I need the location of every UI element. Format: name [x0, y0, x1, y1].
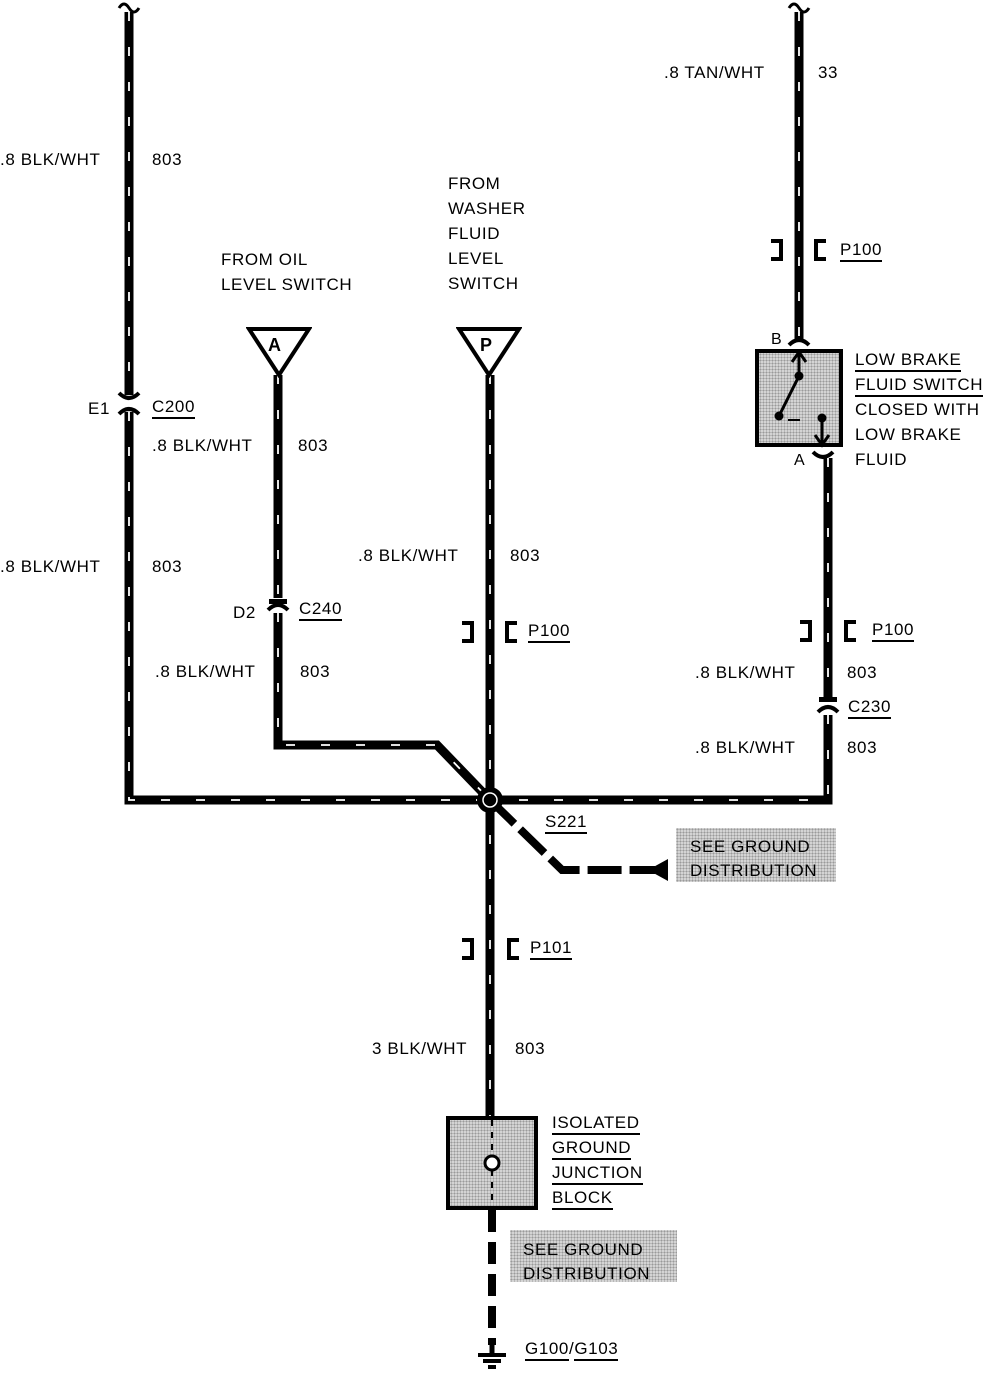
junction-block-line-3: JUNCTION	[552, 1162, 643, 1185]
ground-ref-lower-line-1: SEE GROUND	[523, 1240, 644, 1259]
switch-pin-b: B	[771, 331, 783, 348]
connector-p100-brake-low-name: P100	[872, 619, 915, 642]
ground-symbol	[478, 1345, 506, 1369]
wire-brake-top-gauge: .8 TAN/WHT	[664, 63, 765, 82]
wire-brake-low	[490, 458, 833, 805]
connector-c200-name: C200	[152, 396, 196, 419]
connector-c200	[117, 391, 141, 416]
wire-trunk-circuit: 803	[515, 1039, 546, 1058]
wire-washer-gauge: .8 BLK/WHT	[358, 546, 459, 565]
connector-c230-name: C230	[848, 696, 892, 719]
connector-p101-name: P101	[530, 937, 573, 960]
ground-ref-upper-line-2: DISTRIBUTION	[690, 861, 818, 880]
junction-block-line-4: BLOCK	[552, 1187, 613, 1210]
switch-terminal-a	[811, 450, 835, 459]
wire-oil	[273, 375, 494, 804]
ground-name-a: G100	[525, 1338, 569, 1361]
source-oil-line-1: FROM OIL	[221, 250, 308, 269]
source-washer-line-5: SWITCH	[448, 274, 519, 293]
ground-ref-lower-box	[510, 1230, 677, 1282]
source-washer-line-1: FROM	[448, 174, 501, 193]
wire-oil-bottom-circuit: 803	[300, 662, 331, 681]
junction-block-line-2: GROUND	[552, 1137, 632, 1160]
ground-ref-lower-line-2: DISTRIBUTION	[523, 1264, 651, 1283]
ground-name-b: G103	[574, 1338, 619, 1361]
wire-oil-top-gauge: .8 BLK/WHT	[152, 436, 253, 455]
switch-terminal-b	[787, 338, 811, 347]
connector-p100-brake-low	[800, 620, 856, 642]
connector-p101	[462, 938, 519, 960]
connector-p100-brake-top-name: P100	[840, 239, 883, 262]
connector-c240	[266, 599, 290, 612]
ground-name-separator: /	[569, 1339, 575, 1358]
connector-p100-washer	[462, 621, 517, 643]
brake-switch-title-1: LOW BRAKE	[855, 349, 962, 372]
wire-brake-mid-circuit: 803	[847, 663, 878, 682]
source-washer-triangle-icon	[456, 327, 522, 378]
source-washer-line-4: LEVEL	[448, 249, 504, 268]
ground-ref-upper-line-1: SEE GROUND	[690, 837, 811, 856]
source-oil-letter: A	[268, 335, 282, 355]
connector-p100-washer-name: P100	[528, 620, 571, 643]
wire-washer-circuit: 803	[510, 546, 541, 565]
brake-switch-desc-3: FLUID	[855, 450, 908, 469]
ground-ref-upper-box	[676, 828, 836, 882]
wire-brake-low-circuit: 803	[847, 738, 878, 757]
wire-oil-top-circuit: 803	[298, 436, 329, 455]
ground-name: G100/G103	[525, 1336, 619, 1361]
wire-break-mark	[117, 2, 141, 14]
wire-brake-low-gauge: .8 BLK/WHT	[695, 738, 796, 757]
brake-switch-desc-1: CLOSED WITH	[855, 400, 980, 419]
wire-left-top-circuit: 803	[152, 150, 183, 169]
splice-s221-name: S221	[545, 811, 588, 834]
brake-switch-desc-2: LOW BRAKE	[855, 425, 962, 444]
connector-c200-pin: E1	[88, 399, 110, 418]
source-oil-triangle-icon	[246, 327, 312, 378]
connector-c240-pin: D2	[233, 603, 256, 622]
connector-c240-name: C240	[299, 598, 343, 621]
source-washer-line-2: WASHER	[448, 199, 526, 218]
source-oil-line-2: LEVEL SWITCH	[221, 275, 353, 294]
wire-trunk-gauge: 3 BLK/WHT	[372, 1039, 468, 1058]
brake-switch-title-2: FLUID SWITCH	[855, 374, 984, 397]
wire-left-top-gauge: .8 BLK/WHT	[0, 150, 101, 169]
connector-p100-brake-top	[771, 239, 826, 261]
source-washer-letter: P	[480, 335, 493, 355]
wire-brake-top-circuit: 33	[818, 63, 839, 82]
wire-ground-branch	[487, 797, 668, 881]
wire-oil-bottom-gauge: .8 BLK/WHT	[155, 662, 256, 681]
junction-block-line-1: ISOLATED	[552, 1112, 640, 1135]
wire-break-mark	[787, 2, 811, 14]
source-washer-line-3: FLUID	[448, 224, 501, 243]
switch-pin-a: A	[794, 452, 806, 469]
wire-left-bottom-circuit: 803	[152, 557, 183, 576]
connector-c230	[816, 697, 840, 714]
splice-s221-dot	[477, 787, 503, 813]
wire-left	[124, 12, 490, 805]
wire-left-bottom-gauge: .8 BLK/WHT	[0, 557, 101, 576]
wire-brake-mid-gauge: .8 BLK/WHT	[695, 663, 796, 682]
